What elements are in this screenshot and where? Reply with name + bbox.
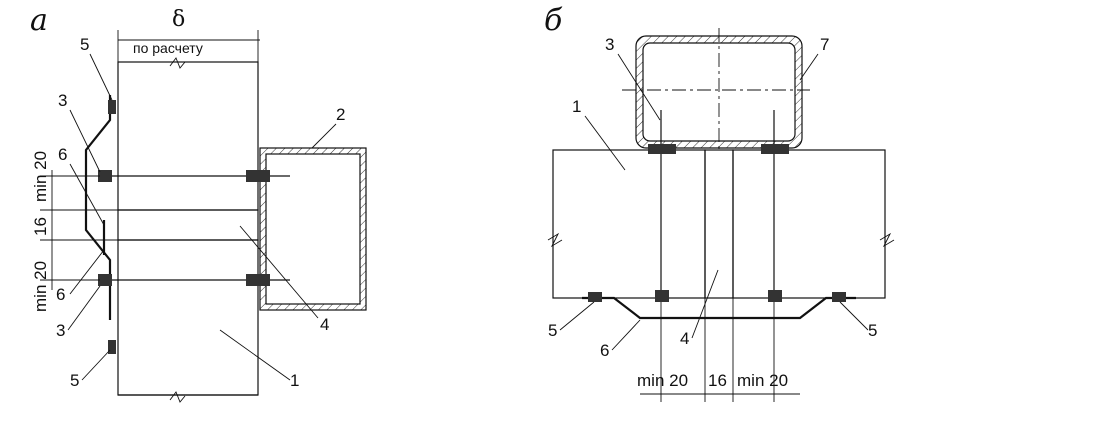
panel-b-letter: б: [544, 3, 563, 38]
dim-b-min20-right: min 20: [737, 371, 788, 390]
delta-note: по расчету: [133, 40, 203, 56]
panel-a: а δ по расчету: [30, 3, 367, 403]
callout-a-1: 1: [290, 371, 299, 390]
callout-a-5-bot: 5: [70, 371, 79, 390]
sandwich-panel-left: [552, 149, 706, 299]
callout-b-6: 6: [600, 341, 609, 360]
callout-a-2: 2: [336, 105, 345, 124]
dim-b-gap16: 16: [708, 371, 727, 390]
callout-b-5-right: 5: [868, 321, 877, 340]
dim-min20-bot: min 20: [31, 261, 50, 312]
flashing-6: [84, 95, 112, 320]
joint-filler-wool: [117, 209, 259, 241]
screw-head-upper: [98, 170, 112, 182]
rivet-upper: [108, 100, 116, 114]
callout-b-7: 7: [820, 35, 829, 54]
callout-a-6-top: 6: [58, 145, 67, 164]
sandwich-panel-upper: [117, 61, 259, 211]
delta-symbol: δ: [172, 7, 185, 32]
callout-b-1: 1: [572, 97, 581, 116]
dim-min20-top: min 20: [31, 151, 50, 202]
sandwich-panel-right: [732, 149, 886, 299]
flashing-b-6: [582, 296, 856, 320]
panel-a-letter: а: [30, 3, 48, 38]
callout-a-3-bot: 3: [56, 321, 65, 340]
panel-b: б min 20 16 min 20 3: [544, 3, 895, 402]
dim-b-min20-left: min 20: [637, 371, 688, 390]
screw-head-lower: [98, 274, 112, 286]
sandwich-panel-lower: [117, 239, 259, 396]
callout-b-4: 4: [680, 329, 689, 348]
callout-a-5-top: 5: [80, 35, 89, 54]
callout-b-5-left: 5: [548, 321, 557, 340]
rivet-lower: [108, 340, 116, 354]
callout-a-3-top: 3: [58, 91, 67, 110]
callout-a-4: 4: [320, 315, 329, 334]
joint-filler-wool-b: [704, 149, 734, 299]
dim-gap16: 16: [31, 217, 50, 236]
callout-b-3: 3: [605, 35, 614, 54]
callout-a-6-bot: 6: [56, 285, 65, 304]
